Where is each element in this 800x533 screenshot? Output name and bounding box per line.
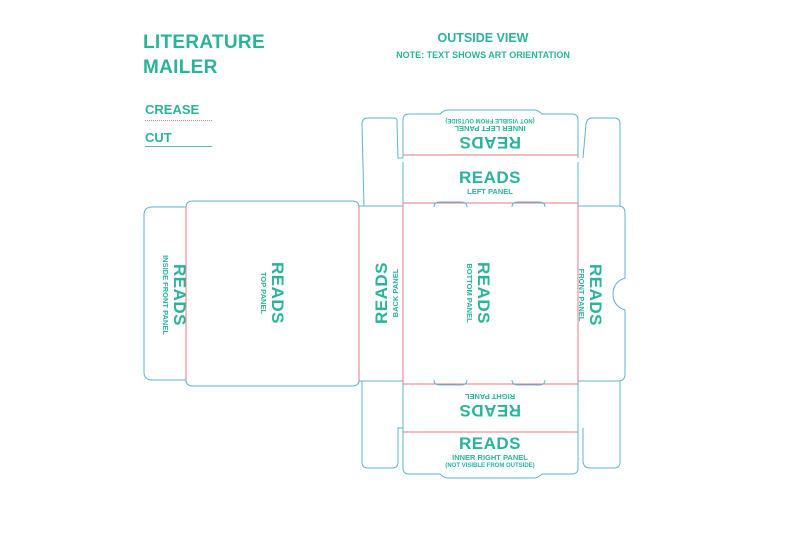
left-panel-tab-slots [433,201,546,208]
bottom-line1: BOTTOM PANEL [465,263,474,323]
top-line1: TOP PANEL [259,271,268,315]
back-heading: READS [372,262,391,325]
inner-left-panel-label: READS INNER LEFT PANEL (NOT VISIBLE FROM… [440,114,540,154]
bottom-panel-label: READS BOTTOM PANEL [464,243,494,343]
front-heading: READS [586,263,605,326]
diagram-title: LITERATURE MAILER [143,30,265,80]
legend-crease-label: CREASE [145,102,200,117]
legend-crease-line [145,120,212,121]
inside-front-line1: INSIDE FRONT PANEL [161,255,170,335]
right-heading: READS [459,401,522,420]
left-line1: LEFT PANEL [467,187,513,196]
dust-flap-bottom-left [361,381,403,469]
inner-left-panel-outline [402,109,579,158]
inner-left-heading: READS [459,133,522,152]
back-line1: BACK PANEL [391,268,400,318]
inner-right-panel-label: READS INNER RIGHT PANEL (NOT VISIBLE FRO… [430,432,550,472]
legend-cut-line [145,146,212,147]
dust-flap-bottom-right [582,381,621,469]
front-panel-label: READS FRONT PANEL [576,245,606,345]
top-panel-outline [185,200,360,387]
inner-left-line1: INNER LEFT PANEL [454,124,526,133]
legend-cut-label: CUT [145,130,172,145]
right-line1: RIGHT PANEL [464,392,516,401]
right-panel-outline [402,384,579,428]
inner-right-heading: READS [458,434,521,453]
title-line-2: MAILER [143,57,218,78]
view-note: NOTE: TEXT SHOWS ART ORIENTATION [396,50,570,60]
left-panel-label: READS LEFT PANEL [440,163,540,201]
top-heading: READS [268,261,287,324]
front-line1: FRONT PANEL [577,268,586,322]
inner-right-line2: (NOT VISIBLE FROM OUTSIDE) [445,463,535,469]
top-panel-label: READS TOP PANEL [258,243,288,343]
view-title: OUTSIDE VIEW [437,31,529,45]
inside-front-heading: READS [170,263,189,326]
inner-right-panel-outline [402,428,579,479]
dust-flap-top-right [582,117,621,206]
left-panel-outline [402,162,579,203]
bottom-heading: READS [474,261,493,324]
left-heading: READS [458,168,521,187]
title-line-1: LITERATURE [143,32,265,53]
back-panel-label: READS BACK PANEL [371,243,401,343]
front-panel-outline [578,205,626,382]
right-panel-label: READS RIGHT PANEL [440,388,540,424]
inside-front-flap-outline [143,206,186,381]
right-panel-tab-slots [433,379,546,386]
inner-left-line2: (NOT VISIBLE FROM OUTSIDE) [445,117,535,123]
inside-front-panel-label: READS INSIDE FRONT PANEL [160,235,190,355]
dust-flap-top-left [361,117,403,207]
inner-right-line1: INNER RIGHT PANEL [452,453,528,462]
